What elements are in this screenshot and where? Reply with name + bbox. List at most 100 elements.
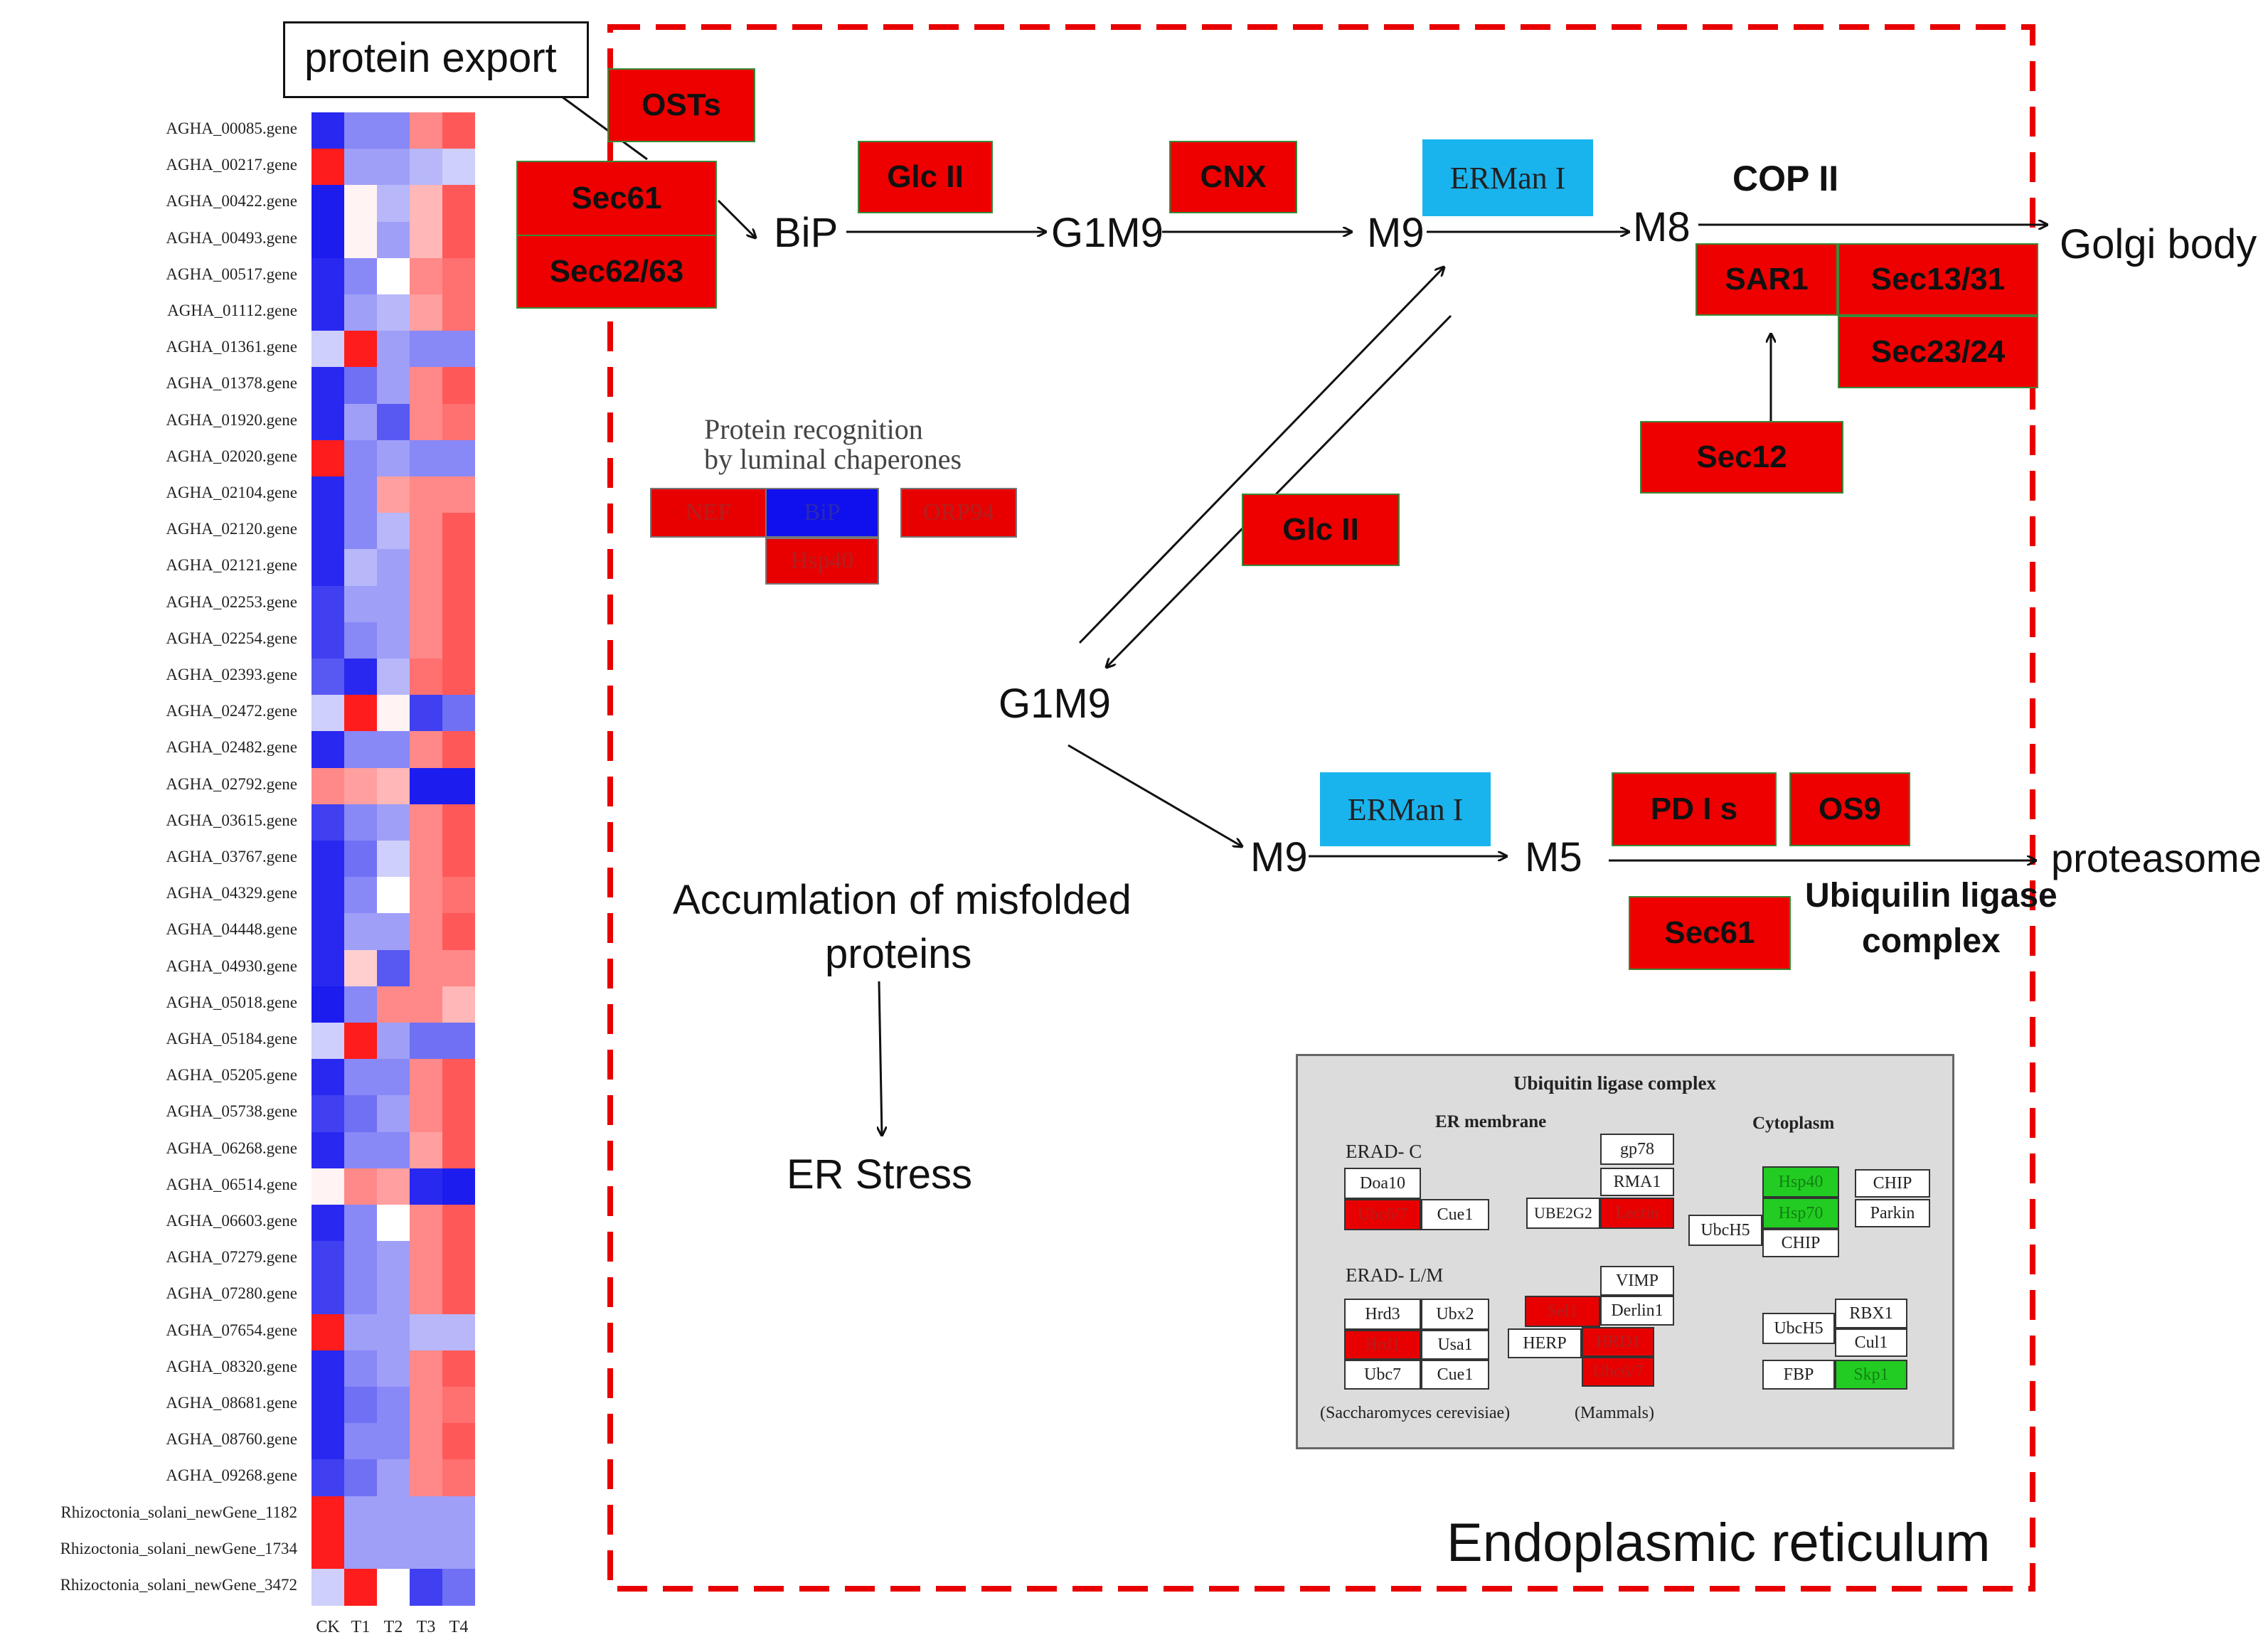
protein-export-callout: [283, 21, 589, 98]
heatmap-cell: [312, 1459, 344, 1497]
sec23-24-box: Sec23/24: [1838, 316, 2038, 388]
heatmap-cell: [377, 367, 410, 405]
heatmap-cell: [442, 439, 475, 477]
gene-label: AGHA_08760.gene: [166, 1430, 297, 1449]
heatmap-cell: [377, 331, 410, 368]
heatmap-cell: [344, 1459, 377, 1497]
ubx2-box: Ubx2: [1421, 1299, 1489, 1330]
heatmap-cell: [344, 367, 377, 405]
heatmap-cell: [442, 913, 475, 951]
heatmap-cell: [312, 331, 344, 368]
heatmap-cell: [312, 767, 344, 805]
ubc7-box: Ubc7: [1344, 1360, 1421, 1390]
ubc6-7-box: Ubc6/7: [1344, 1199, 1421, 1230]
heatmap-cell: [377, 513, 410, 550]
heatmap-cell: [410, 1059, 442, 1096]
heatmap-cell: [312, 1569, 344, 1606]
gene-label: AGHA_01920.gene: [166, 410, 297, 429]
heatmap-cell: [312, 476, 344, 513]
cop2-label: COP II: [1732, 159, 1839, 198]
heatmap-cell: [344, 185, 377, 223]
recognition-title-line1: Protein recognition: [704, 413, 923, 445]
heatmap-cell: [344, 986, 377, 1023]
gene-label: AGHA_06603.gene: [166, 1212, 297, 1230]
heatmap-cell: [377, 913, 410, 951]
heatmap-column-label: T4: [449, 1618, 469, 1637]
heatmap-cell: [377, 659, 410, 696]
heatmap-cell: [410, 1459, 442, 1497]
heatmap-cell: [410, 1423, 442, 1460]
heatmap-cell: [410, 221, 442, 259]
heatmap-cell: [410, 767, 442, 805]
gene-label: AGHA_01378.gene: [166, 374, 297, 393]
heatmap-cell: [410, 804, 442, 841]
callout-line: [561, 95, 648, 161]
gene-label: AGHA_00517.gene: [166, 265, 297, 283]
arrow-g1m9-m9-bottom: [1068, 744, 1242, 846]
heatmap-cell: [377, 476, 410, 513]
gene-label: AGHA_07279.gene: [166, 1248, 297, 1267]
heatmap-cell: [377, 841, 410, 878]
ubiquilin-label-line1: Ubiquilin ligase: [1805, 877, 2057, 915]
heatmap-cell: [344, 1095, 377, 1133]
heatmap-cell: [410, 1277, 442, 1315]
heatmap-cell: [442, 1459, 475, 1497]
heatmap-cell: [410, 149, 442, 186]
gene-label: AGHA_05184.gene: [166, 1030, 297, 1048]
vimp-box: VIMP: [1600, 1266, 1674, 1296]
heatmap-cell: [377, 1423, 410, 1460]
pdis-box: PD I s: [1612, 772, 1777, 846]
arrow-g1m9-m9-up: [1078, 267, 1444, 644]
heatmap-cell: [410, 1023, 442, 1060]
gp78-box: gp78: [1600, 1134, 1674, 1165]
heatmap-cell: [377, 1059, 410, 1096]
chip-box-b: CHIP: [1762, 1229, 1839, 1257]
heatmap-cell: [377, 1023, 410, 1060]
heatmap-cell: [377, 731, 410, 769]
heatmap-cell: [377, 1241, 410, 1278]
heatmap-cell: [410, 476, 442, 513]
heatmap-cell: [410, 731, 442, 769]
heatmap-cell: [312, 1059, 344, 1096]
heatmap-cell: [312, 257, 344, 295]
herp-box: HERP: [1508, 1328, 1582, 1358]
heatmap-cell: [442, 1496, 475, 1533]
heatmap-cell: [344, 1023, 377, 1060]
heatmap-cell: [312, 659, 344, 696]
heatmap-cell: [344, 1569, 377, 1606]
heatmap-cell: [410, 1168, 442, 1205]
gene-label: AGHA_06268.gene: [166, 1139, 297, 1157]
osts-box: OSTs: [607, 68, 755, 142]
heatmap-cell: [442, 949, 475, 987]
heatmap-cell: [442, 112, 475, 149]
heatmap-cell: [344, 877, 377, 914]
heatmap-cell: [410, 877, 442, 914]
heatmap-cell: [442, 1205, 475, 1242]
heatmap-cell: [344, 1168, 377, 1205]
heatmap-cell: [442, 659, 475, 696]
m8-label: M8: [1633, 204, 1691, 250]
bip-box-recognition: BiP: [765, 488, 879, 538]
ubch5-box-b: UbcH5: [1762, 1313, 1835, 1344]
usa1-box: Usa1: [1421, 1330, 1489, 1360]
gene-label: AGHA_07280.gene: [166, 1284, 297, 1303]
heatmap-cell: [344, 221, 377, 259]
heatmap-cell: [344, 257, 377, 295]
heatmap-cell: [312, 1095, 344, 1133]
heatmap-cell: [410, 403, 442, 441]
heatmap-cell: [442, 1168, 475, 1205]
mammal-note: (Mammals): [1575, 1404, 1654, 1422]
heatmap-cell: [377, 1496, 410, 1533]
hsp40-box-recognition: Hsp40: [765, 538, 879, 585]
heatmap-cell: [442, 1423, 475, 1460]
heatmap-cell: [410, 986, 442, 1023]
glc2-box-top: Glc II: [858, 141, 993, 213]
heatmap-cell: [442, 695, 475, 732]
heatmap-cell: [377, 1095, 410, 1133]
heatmap-column-label: T1: [351, 1618, 371, 1637]
heatmap-cell: [377, 1459, 410, 1497]
heatmap-cell: [410, 549, 442, 587]
sec13-31-box: Sec13/31: [1838, 243, 2038, 316]
